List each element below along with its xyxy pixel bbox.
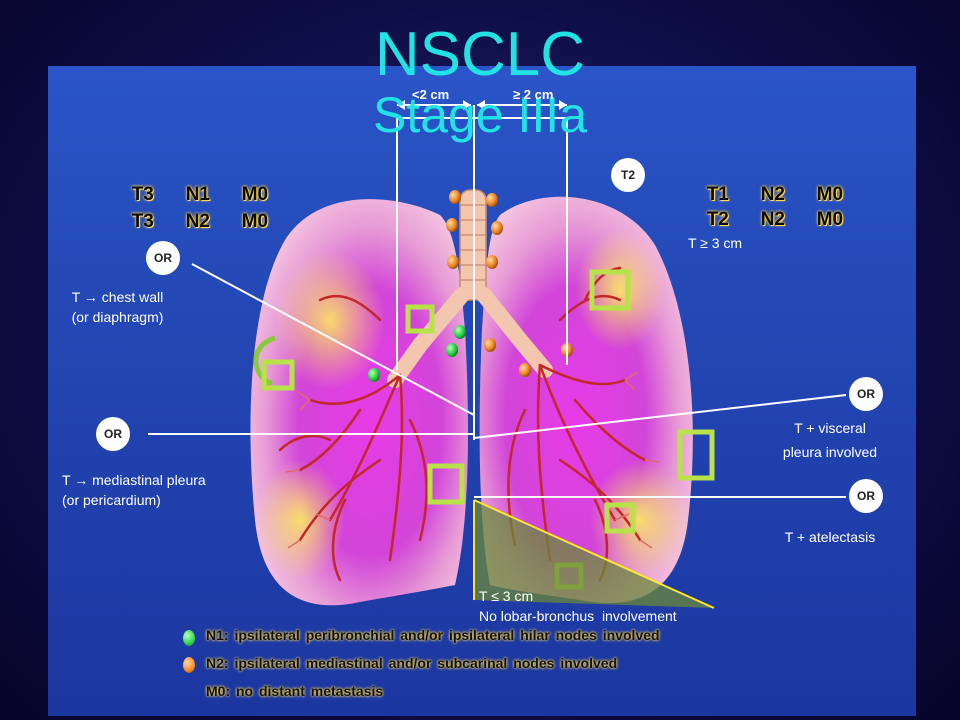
or-badge-mediastinal: OR [96, 417, 130, 451]
n1-nodes [368, 325, 466, 382]
t-le-3cm-label: T ≤ 3 cm [479, 588, 534, 604]
stage-m: M0 [816, 184, 844, 205]
t-ge-3cm-label: T ≥ 3 cm [687, 235, 743, 251]
stage-t: T3 [131, 211, 154, 232]
stage-m: M0 [816, 209, 844, 230]
stage-left-row-2: T3 N2 M0 [100, 189, 268, 255]
mediastinal-line-1: T → mediastinal pleura [62, 472, 206, 488]
n2-nodes [446, 190, 573, 377]
stage-t: T2 [706, 209, 729, 230]
mediastinal-label: T → mediastinal pleura (or pericardium) [52, 470, 227, 510]
n2-legend-dot [183, 657, 195, 673]
stage-m: M0 [241, 184, 269, 205]
chest-wall-line-1: T → chest wall [71, 289, 164, 305]
title-nsclc: NSCLC [374, 20, 586, 89]
mediastinal-line-2: (or pericardium) [62, 492, 161, 508]
size-label-large: ≥ 2 cm [513, 87, 554, 102]
stage-n: N2 [760, 184, 785, 205]
no-lobar-label: No lobar-bronchus involvement [479, 608, 677, 624]
stage-m: M0 [241, 211, 269, 232]
n1-legend-dot [183, 630, 195, 646]
atelectasis-label: T + atelectasis [784, 529, 876, 545]
or-badge-visceral: OR [849, 377, 883, 411]
stage-n: N2 [185, 211, 210, 232]
stage-t: T3 [131, 184, 154, 205]
chest-wall-label: T → chest wall (or diaphragm) [40, 287, 195, 327]
visceral-line-1: T + visceral [794, 420, 866, 436]
stage-n: N2 [760, 209, 785, 230]
legend-m0: M0: no distant metastasis [206, 683, 384, 699]
legend-n1: N1: ipsilateral peribronchial and/or ips… [206, 627, 660, 643]
size-label-small: <2 cm [412, 87, 450, 102]
stage-n: N1 [185, 184, 210, 205]
t2-badge: T2 [611, 158, 645, 192]
or-badge-atelectasis: OR [849, 479, 883, 513]
or-badge-chest-wall: OR [146, 241, 180, 275]
visceral-label: T + visceral pleura involved [765, 418, 895, 462]
title-stage: Stage IIIa [372, 87, 588, 143]
chest-wall-line-2: (or diaphragm) [71, 309, 164, 325]
stage-left-row-1: T3 N1 M0 [100, 162, 268, 228]
stage-t: T1 [706, 184, 729, 205]
legend-n2: N2: ipsilateral mediastinal and/or subca… [206, 655, 618, 671]
visceral-line-2: pleura involved [782, 444, 878, 460]
